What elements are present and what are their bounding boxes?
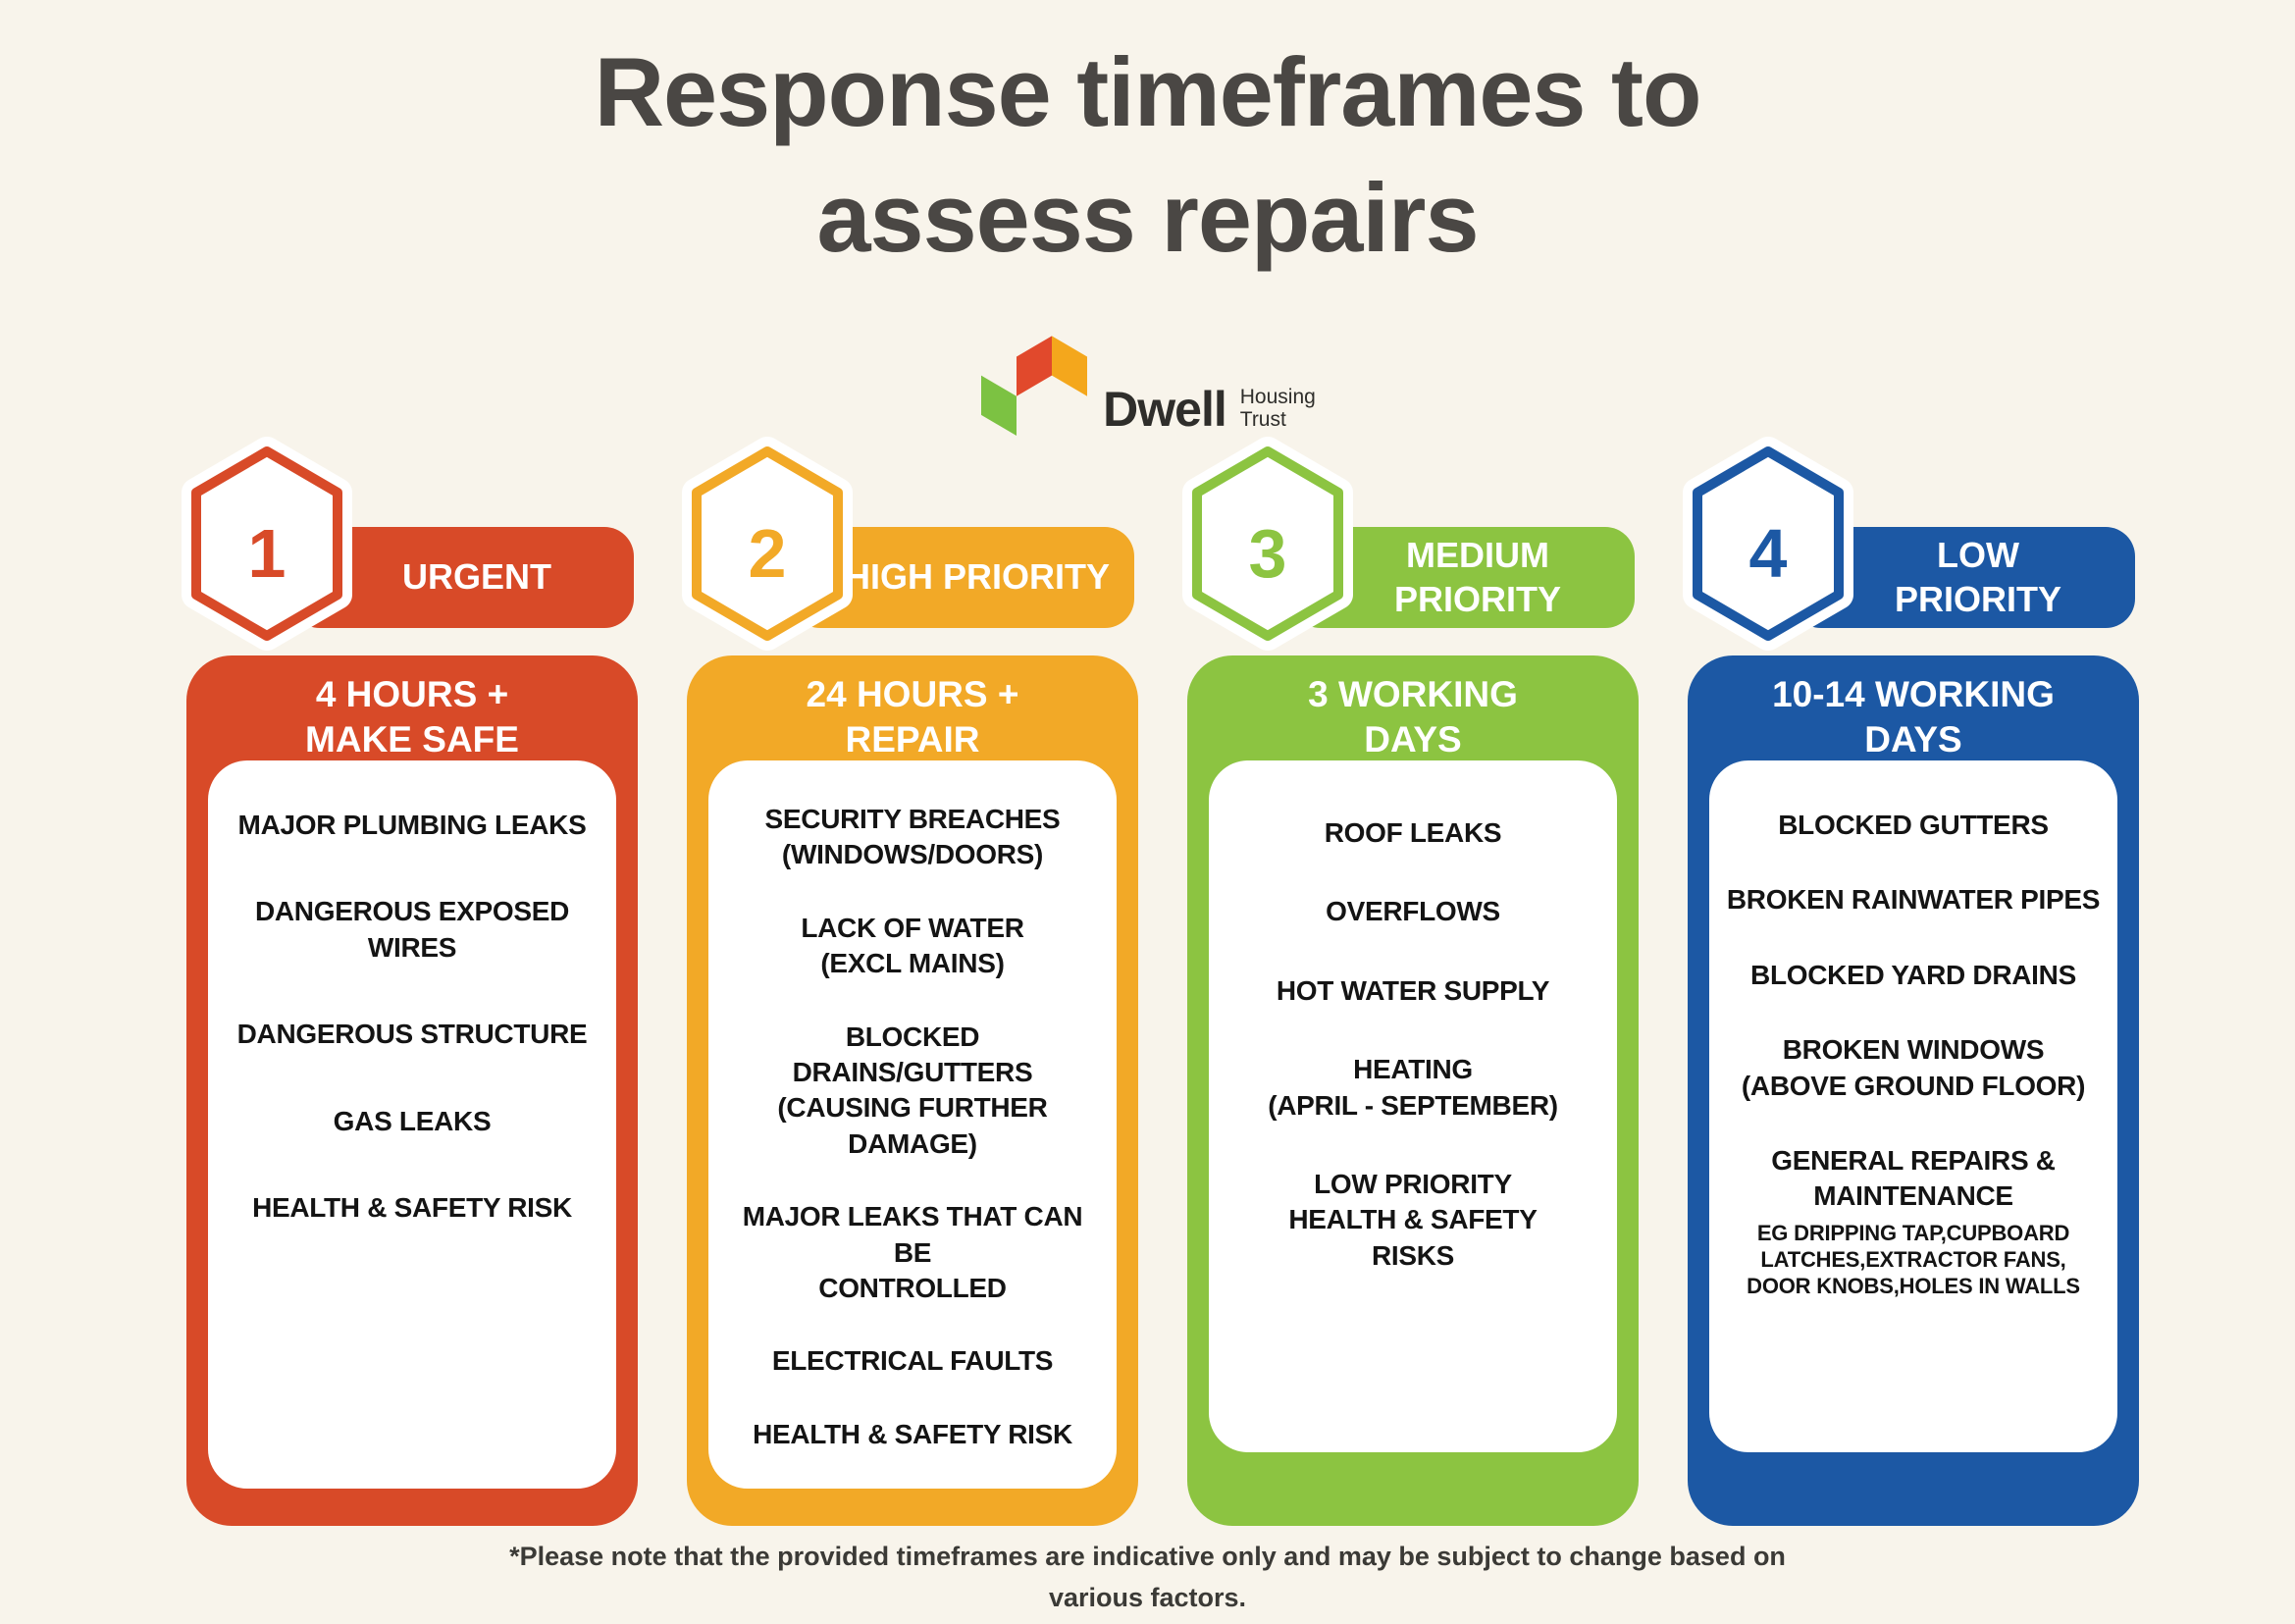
repair-item: GAS LEAKS <box>333 1105 492 1136</box>
priority-number-hexagon: 3 <box>1182 437 1353 651</box>
repair-item: HEATING(APRIL - SEPTEMBER) <box>1268 1054 1558 1121</box>
logo-orange-panel <box>1052 336 1088 396</box>
repair-item: SECURITY BREACHES(WINDOWS/DOORS) <box>764 804 1061 870</box>
hexagon-outline <box>1192 446 1343 641</box>
footnote: *Please note that the provided timeframe… <box>509 1542 1786 1612</box>
logo-green-panel <box>981 375 1017 436</box>
priority-number: 3 <box>1249 515 1287 592</box>
priority-columns: URGENT 1 4 HOURS +MAKE SAFE MAJOR PLUMBI… <box>182 437 2139 1526</box>
timeframe-header: 24 HOURS +REPAIR <box>806 674 1019 760</box>
timeframe-header: 4 HOURS +MAKE SAFE <box>305 674 519 760</box>
priority-number: 4 <box>1749 515 1788 592</box>
hexagon-outline <box>692 446 843 641</box>
priority-card: 4 HOURS +MAKE SAFE MAJOR PLUMBING LEAKS D… <box>186 655 638 1526</box>
repair-items-card: ROOF LEAKS OVERFLOWS HOT WATER SUPPLY HEATI… <box>1209 760 1617 1452</box>
repair-item: ROOF LEAKS <box>1324 817 1502 848</box>
hexagon-outline <box>1693 446 1844 641</box>
repair-item: DANGEROUS STRUCTURE <box>236 1019 588 1050</box>
repair-item: BLOCKED GUTTERS <box>1778 810 2049 840</box>
priority-number-hexagon: 1 <box>182 437 352 651</box>
repair-items-card: SECURITY BREACHES(WINDOWS/DOORS) LACK OF … <box>708 760 1117 1489</box>
priority-number-hexagon: 4 <box>1683 437 1853 651</box>
repair-item: ELECTRICAL FAULTS <box>771 1345 1054 1377</box>
repair-item: LACK OF WATER(EXCL MAINS) <box>801 912 1024 979</box>
repair-item: BROKEN RAINWATER PIPES <box>1726 884 2101 916</box>
repair-items-card: BLOCKED GUTTERS BROKEN RAINWATER PIPES BLO… <box>1709 760 2117 1452</box>
hexagon-outline <box>191 446 342 641</box>
repair-item: OVERFLOWS <box>1326 896 1500 927</box>
priority-column: HIGH PRIORITY 2 24 HOURS +REPAIR SECURIT… <box>682 437 1138 1526</box>
repair-item: BROKEN WINDOWS(ABOVE GROUND FLOOR) <box>1741 1034 2086 1101</box>
repair-item: MAJOR PLUMBING LEAKS <box>237 810 587 840</box>
logo-wordmark: Dwell <box>1103 382 1227 437</box>
priority-number-hexagon: 2 <box>682 437 853 651</box>
priority-number: 1 <box>248 515 287 592</box>
logo-red-panel <box>1017 336 1053 396</box>
priority-column: URGENT 1 4 HOURS +MAKE SAFE MAJOR PLUMBI… <box>182 437 638 1526</box>
repair-item: HOT WATER SUPPLY <box>1276 974 1550 1006</box>
dwell-house-logo-icon <box>981 336 1088 436</box>
priority-card: 24 HOURS +REPAIR SECURITY BREACHES(WINDO… <box>687 655 1138 1526</box>
priority-number: 2 <box>749 515 787 592</box>
repair-item: HEALTH & SAFETY RISK <box>252 1191 572 1223</box>
repair-item: BLOCKED YARD DRAINS <box>1750 959 2076 990</box>
repair-item: HEALTH & SAFETY RISK <box>753 1418 1072 1449</box>
